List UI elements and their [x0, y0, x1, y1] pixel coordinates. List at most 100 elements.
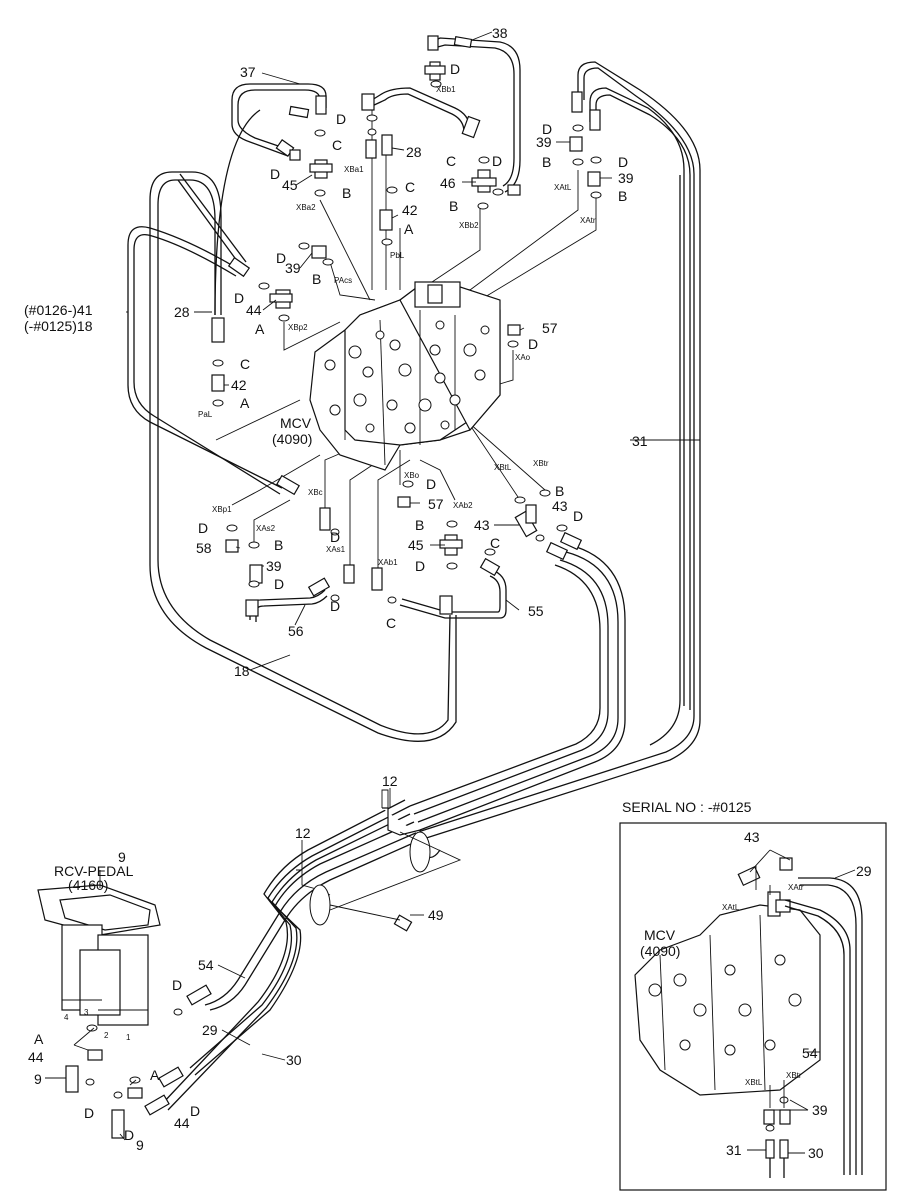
part-18-serial: (-#0125)18: [24, 318, 93, 334]
letter-d: D: [528, 336, 538, 352]
inset-port-xbtr: XBtr: [786, 1071, 802, 1080]
letter-callouts: D D C D B C A C D B D B D B D B D A C A …: [34, 61, 628, 1143]
part-45-lower: 45: [408, 537, 424, 553]
letter-d: D: [542, 121, 552, 137]
port-pacs: PAcs: [334, 276, 352, 285]
part-39-left: 39: [285, 260, 301, 276]
part-54: 54: [198, 957, 214, 973]
part-43-right: 43: [552, 498, 568, 514]
letter-d: D: [618, 154, 628, 170]
inset-mcv-number: (4090): [640, 943, 680, 959]
mcv-label: MCV: [280, 415, 312, 431]
part-49: 49: [428, 907, 444, 923]
part-39-inset: 39: [812, 1102, 828, 1118]
o-rings: [212, 80, 602, 604]
letter-c: C: [332, 137, 342, 153]
part-12-left: 12: [295, 825, 311, 841]
part-38: 38: [492, 25, 508, 41]
port-xab1: XAb1: [378, 558, 398, 567]
serial-number-title: SERIAL NO : -#0125: [622, 799, 752, 815]
port-xbp1: XBp1: [212, 505, 232, 514]
letter-c: C: [386, 615, 396, 631]
inset-port-xbtl: XBtL: [745, 1078, 763, 1087]
part-39-right: 39: [618, 170, 634, 186]
part-42-upper: 42: [402, 202, 418, 218]
letter-c: C: [405, 179, 415, 195]
port-xbb2: XBb2: [459, 221, 479, 230]
part-45-upper: 45: [282, 177, 298, 193]
letter-a: A: [404, 221, 414, 237]
part-9-rcv: 9: [118, 849, 126, 865]
port-xao: XAo: [515, 353, 531, 362]
serial-inset: [619, 822, 887, 1191]
letter-b: B: [274, 537, 283, 553]
letter-b: B: [542, 154, 551, 170]
letter-b: B: [342, 185, 351, 201]
letter-d: D: [450, 61, 460, 77]
rcv-pedal: [37, 884, 212, 1139]
rcv-port-1: 1: [126, 1033, 131, 1042]
letter-d: D: [190, 1103, 200, 1119]
part-30-inset: 30: [808, 1145, 824, 1161]
letter-d: D: [84, 1105, 94, 1121]
letter-a: A: [34, 1031, 44, 1047]
inset-port-xatr: XAtr: [788, 883, 804, 892]
mcv-valve-block: [309, 281, 501, 471]
rcv-pedal-label: RCV-PEDAL: [54, 863, 134, 879]
part-18: 18: [234, 663, 250, 679]
letter-d: D: [415, 558, 425, 574]
letter-d: D: [198, 520, 208, 536]
part-41: (#0126-)41: [24, 302, 93, 318]
hose-routes: [127, 37, 701, 1111]
part-44-rcv-left: 44: [28, 1049, 44, 1065]
part-28-upper: 28: [406, 144, 422, 160]
inset-port-xatl: XAtL: [722, 903, 740, 912]
letter-a: A: [150, 1067, 160, 1083]
part-39-top-right: 39: [536, 134, 552, 150]
port-xba1: XBa1: [344, 165, 364, 174]
part-28-left: 28: [174, 304, 190, 320]
part-9-left: 9: [34, 1071, 42, 1087]
port-xatr: XAtr: [580, 216, 596, 225]
port-xab2: XAb2: [453, 501, 473, 510]
rcv-port-2: 2: [104, 1031, 109, 1040]
rcv-pedal-number: (4160): [68, 877, 108, 893]
port-pbl: PbL: [390, 251, 405, 260]
port-pal: PaL: [198, 410, 213, 419]
part-42-left: 42: [231, 377, 247, 393]
letter-d: D: [172, 977, 182, 993]
part-leaders: [45, 31, 856, 1154]
port-xbb1: XBb1: [436, 85, 456, 94]
letter-b: B: [415, 517, 424, 533]
letter-d: D: [276, 250, 286, 266]
port-xba2: XBa2: [296, 203, 316, 212]
letter-c: C: [490, 535, 500, 551]
letter-d: D: [573, 508, 583, 524]
part-29: 29: [202, 1022, 218, 1038]
port-xbtr: XBtr: [533, 459, 549, 468]
part-31: 31: [632, 433, 648, 449]
fittings: [211, 35, 601, 617]
port-labels: XBb1 XBa1 XBa2 XBb2 XAtL XAtr PAcs PbL X…: [64, 85, 804, 1087]
part-31-inset: 31: [726, 1142, 742, 1158]
letter-d: D: [336, 111, 346, 127]
letter-a: A: [255, 321, 265, 337]
letter-d: D: [330, 598, 340, 614]
leader-lines: [215, 108, 597, 580]
letter-d: D: [270, 166, 280, 182]
part-30: 30: [286, 1052, 302, 1068]
part-46: 46: [440, 175, 456, 191]
inset-mcv-label: MCV: [644, 927, 676, 943]
port-xas2: XAs2: [256, 524, 276, 533]
part-12-right: 12: [382, 773, 398, 789]
part-39-lower: 39: [266, 558, 282, 574]
port-xas1: XAs1: [326, 545, 346, 554]
letter-c: C: [240, 356, 250, 372]
part-43-inset: 43: [744, 829, 760, 845]
part-56: 56: [288, 623, 304, 639]
part-29-inset: 29: [856, 863, 872, 879]
port-xbp2: XBp2: [288, 323, 308, 332]
rcv-port-3: 3: [84, 1008, 89, 1017]
part-58: 58: [196, 540, 212, 556]
letter-d: D: [492, 153, 502, 169]
